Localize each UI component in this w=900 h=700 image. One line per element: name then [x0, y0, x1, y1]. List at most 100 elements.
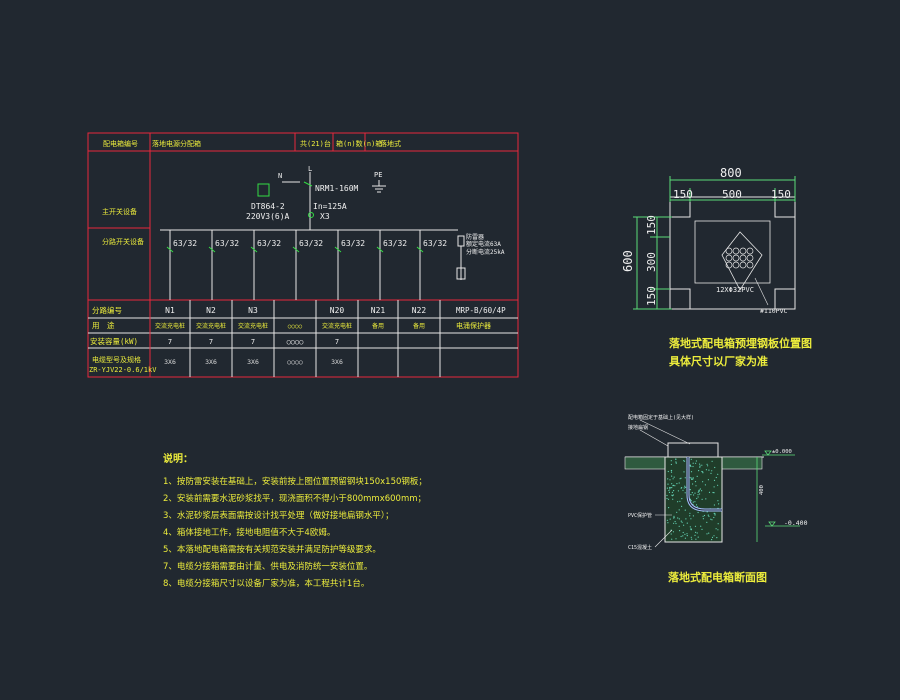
concrete-dot	[690, 528, 693, 530]
soil-right	[721, 456, 763, 470]
concrete-dot	[711, 470, 713, 472]
concrete-dot	[690, 518, 692, 520]
concrete-dot	[683, 460, 686, 462]
concrete-dot	[692, 515, 695, 517]
concrete-dot	[697, 536, 699, 538]
pipe-label-2: #110PVC	[760, 307, 787, 315]
concrete-dot	[675, 522, 677, 525]
concrete-dot	[677, 501, 679, 503]
concrete-dot	[694, 501, 696, 503]
concrete-dot	[696, 497, 698, 500]
concrete-dot	[699, 463, 701, 465]
concrete-dot	[672, 478, 674, 480]
circuit-use: 备用	[372, 322, 384, 330]
breaker-main-rating: In=125A	[313, 202, 347, 211]
concrete-dot	[667, 522, 669, 524]
dim-center: 300	[645, 252, 658, 272]
concrete-dot	[683, 471, 685, 473]
concrete-dot	[698, 489, 700, 491]
concrete-dot	[717, 500, 719, 502]
plate-bottom-right	[774, 288, 795, 309]
foundation	[664, 456, 723, 543]
concrete-dot	[711, 460, 713, 462]
concrete-dot	[683, 487, 685, 489]
concrete-dot	[672, 531, 675, 533]
concrete-dot	[680, 477, 682, 479]
concrete-dot	[704, 484, 707, 486]
concrete-dot	[694, 492, 696, 494]
concrete-dot	[699, 465, 701, 467]
circuit-use: 备用	[413, 322, 425, 330]
concrete-dot	[692, 462, 694, 464]
concrete-dot	[681, 505, 683, 507]
concrete-dot	[692, 478, 694, 480]
note-item: 2、安装前需要水泥砂浆找平，现浇面积不得小于800mmx600mm；	[163, 494, 427, 504]
concrete-dot	[695, 460, 698, 462]
concrete-dot	[691, 477, 693, 479]
label-PE: PE	[374, 171, 382, 179]
concrete-dot	[699, 493, 701, 495]
concrete-dot	[679, 500, 681, 502]
concrete-dot	[702, 518, 705, 520]
concrete-dot	[672, 498, 674, 500]
concrete-dot	[678, 518, 680, 520]
concrete-dot	[707, 514, 709, 516]
spd-label-2: 额定电流63A	[466, 240, 501, 248]
concrete-dot	[706, 511, 708, 513]
pvc-pipe-icon	[746, 261, 754, 269]
table-frame	[87, 132, 519, 378]
cable-conduit-inner	[687, 457, 722, 511]
concrete-dot	[717, 529, 719, 531]
concrete-dot	[713, 492, 715, 494]
concrete-dot	[668, 489, 670, 492]
concrete-dot	[701, 490, 703, 492]
dimension-lines-horizontal	[669, 176, 796, 202]
branch-breaker-icon	[334, 246, 342, 253]
pvc-pipe-icon	[739, 254, 747, 262]
concrete-dot	[713, 486, 715, 488]
concrete-dot	[666, 494, 668, 497]
single-line-schematic: L N NRM1-160M In=125A X3 DT864-2 220V3(6…	[160, 165, 505, 300]
circuit-cable: ○○○○	[287, 358, 303, 366]
branch-rating: 63/32	[423, 239, 447, 248]
concrete-dot	[677, 490, 680, 492]
concrete-dot	[706, 463, 708, 465]
concrete-dot	[668, 491, 671, 493]
dim-left: 150	[673, 188, 693, 201]
row-label-branch-switch: 分路开关设备	[102, 237, 144, 246]
concrete-dot	[711, 539, 713, 541]
concrete-dot	[672, 485, 674, 487]
circuit-use: 交流充电桩	[196, 322, 226, 330]
circuit-cable: 3X6	[247, 358, 259, 366]
concrete-dot	[710, 518, 712, 520]
concrete-dot	[671, 538, 673, 540]
level-bottom-icon	[768, 521, 776, 527]
section-label-b: C15混凝土	[628, 544, 652, 551]
concrete-dot	[692, 477, 695, 479]
concrete-dot	[714, 466, 716, 469]
pvc-pipe-icon	[732, 247, 740, 255]
dim-bottom: 150	[645, 286, 658, 306]
concrete-dot	[705, 469, 708, 471]
concrete-dot	[712, 491, 714, 494]
circuit-no: N22	[412, 306, 427, 315]
concrete-dot	[711, 536, 714, 539]
concrete-dot	[706, 533, 708, 535]
circuit-power: 7	[335, 338, 339, 346]
concrete-dot	[689, 489, 691, 491]
pvc-pipe-icon	[732, 261, 740, 269]
pvc-pipe-icon	[725, 247, 733, 255]
pvc-pipe-icon	[739, 261, 747, 269]
concrete-dot	[702, 472, 704, 474]
concrete-dot	[692, 483, 694, 485]
circuit-no: N3	[248, 306, 258, 315]
concrete-dot	[684, 533, 686, 536]
concrete-dot	[713, 512, 715, 515]
terminal-icon	[308, 212, 314, 218]
concrete-dot	[691, 538, 693, 540]
pvc-pipe-icon	[746, 247, 754, 255]
concrete-dot	[686, 522, 688, 524]
branch-rating: 63/32	[257, 239, 281, 248]
